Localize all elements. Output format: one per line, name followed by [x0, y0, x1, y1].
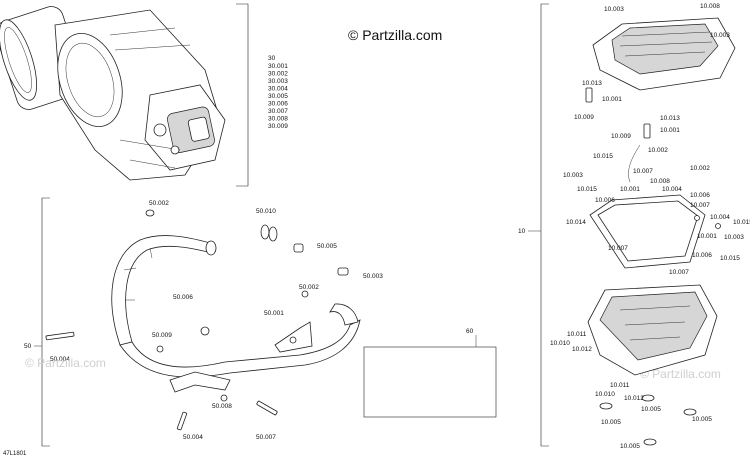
- storage-part-label: 10.001: [697, 233, 717, 240]
- storage-part-label: 10.007: [690, 202, 710, 209]
- watermark-faded-right: © Partzilla.com: [640, 367, 721, 381]
- box-callout: 60: [466, 328, 474, 335]
- bumper-illustration: [111, 235, 361, 393]
- bumper-part-label: 50.004: [183, 434, 203, 441]
- storage-part-label: 10.012: [572, 346, 592, 353]
- winch-variant-label: 30.006: [268, 101, 288, 108]
- bumper-part-label: 50.005: [317, 243, 337, 250]
- winch-variant-label: 30.005: [268, 93, 288, 100]
- storage-part-label: 10.007: [633, 168, 653, 175]
- winch-variant-list: 30.00130.00230.00330.00430.00530.00630.0…: [268, 63, 288, 130]
- storage-part-label: 10.001: [660, 127, 680, 134]
- bumper-part-label: 50.001: [264, 310, 284, 317]
- storage-part-label: 10.011: [610, 382, 630, 389]
- storage-part-label: 10.003: [563, 172, 583, 179]
- storage-part-label: 10.009: [574, 114, 594, 121]
- storage-part-label: 10.013: [660, 115, 680, 122]
- storage-part-label: 10.009: [611, 133, 631, 140]
- storage-part-label: 10.007: [608, 245, 628, 252]
- winch-variant-label: 30.007: [268, 108, 288, 115]
- storage-callout: 10: [518, 228, 526, 235]
- winch-illustration: [0, 6, 226, 181]
- storage-part-label: 10.002: [690, 165, 710, 172]
- storage-hardware: [585, 87, 721, 446]
- bumper-part-label: 50.006: [173, 294, 193, 301]
- storage-seal-illustration: [589, 194, 706, 269]
- storage-bin-illustration: [587, 284, 718, 376]
- storage-part-label: 10.008: [700, 3, 720, 10]
- bumper-part-labels: 50.002 50.010 50.005 50.003 50.002 50.006 50.0…: [50, 200, 383, 441]
- storage-part-label: 10.013: [582, 80, 602, 87]
- storage-part-label: 10.005: [601, 419, 621, 426]
- storage-part-label: 10.015: [577, 186, 597, 193]
- storage-part-label: 10.006: [690, 192, 710, 199]
- bumper-part-label: 50.007: [256, 434, 276, 441]
- bumper-part-label: 50.002: [299, 284, 319, 291]
- bumper-callout: 50: [24, 343, 32, 350]
- winch-variant-label: 30.002: [268, 71, 288, 78]
- storage-part-label: 10.005: [692, 416, 712, 423]
- storage-part-label: 10.011: [567, 331, 587, 338]
- storage-part-label: 10.004: [662, 186, 682, 193]
- storage-part-label: 10.002: [648, 147, 668, 154]
- bumper-part-label: 50.004: [50, 356, 70, 363]
- storage-part-label: 10.005: [641, 406, 661, 413]
- diagram-code: 47L1801: [3, 451, 27, 457]
- winch-variant-label: 30.004: [268, 86, 288, 93]
- bumper-part-label: 50.009: [152, 332, 172, 339]
- storage-part-label: 10.015: [593, 153, 613, 160]
- winch-variant-label: 30.008: [268, 116, 288, 123]
- callout-60-box: [363, 346, 497, 418]
- winch-variant-label: 30.001: [268, 63, 288, 70]
- storage-part-label: 10.005: [620, 443, 640, 450]
- storage-part-label: 10.012: [624, 395, 644, 402]
- storage-part-label: 10.003: [710, 32, 730, 39]
- storage-part-label: 10.010: [550, 340, 570, 347]
- storage-part-label: 10.010: [595, 391, 615, 398]
- bumper-part-label: 50.002: [149, 200, 169, 207]
- storage-part-label: 10.008: [650, 178, 670, 185]
- storage-part-label: 10.003: [724, 234, 744, 241]
- winch-variant-label: 30.003: [268, 78, 288, 85]
- watermark-faded-left: © Partzilla.com: [25, 356, 106, 370]
- winch-callout: 30: [268, 55, 276, 62]
- storage-part-label: 10.006: [595, 197, 615, 204]
- storage-lid-illustration: [592, 17, 736, 91]
- storage-part-label: 10.004: [710, 214, 730, 221]
- storage-part-label: 10.003: [604, 6, 624, 13]
- storage-part-label: 10.015: [720, 255, 740, 262]
- storage-part-label: 10.001: [620, 186, 640, 193]
- storage-part-label: 10.014: [566, 219, 586, 226]
- winch-variant-label: 30.009: [268, 123, 288, 130]
- storage-part-label: 10.007: [669, 269, 689, 276]
- storage-part-label: 10.015: [733, 219, 750, 226]
- watermark-main: © Partzilla.com: [348, 27, 442, 43]
- bumper-part-label: 50.008: [212, 403, 232, 410]
- storage-part-labels: 10.003 10.008 10.003 10.013 10.001 10.009 10.0…: [550, 3, 750, 450]
- bumper-part-label: 50.010: [256, 208, 276, 215]
- storage-part-label: 10.001: [602, 96, 622, 103]
- storage-part-label: 10.006: [692, 252, 712, 259]
- bumper-part-label: 50.003: [363, 273, 383, 280]
- bumper-hardware: [45, 209, 349, 431]
